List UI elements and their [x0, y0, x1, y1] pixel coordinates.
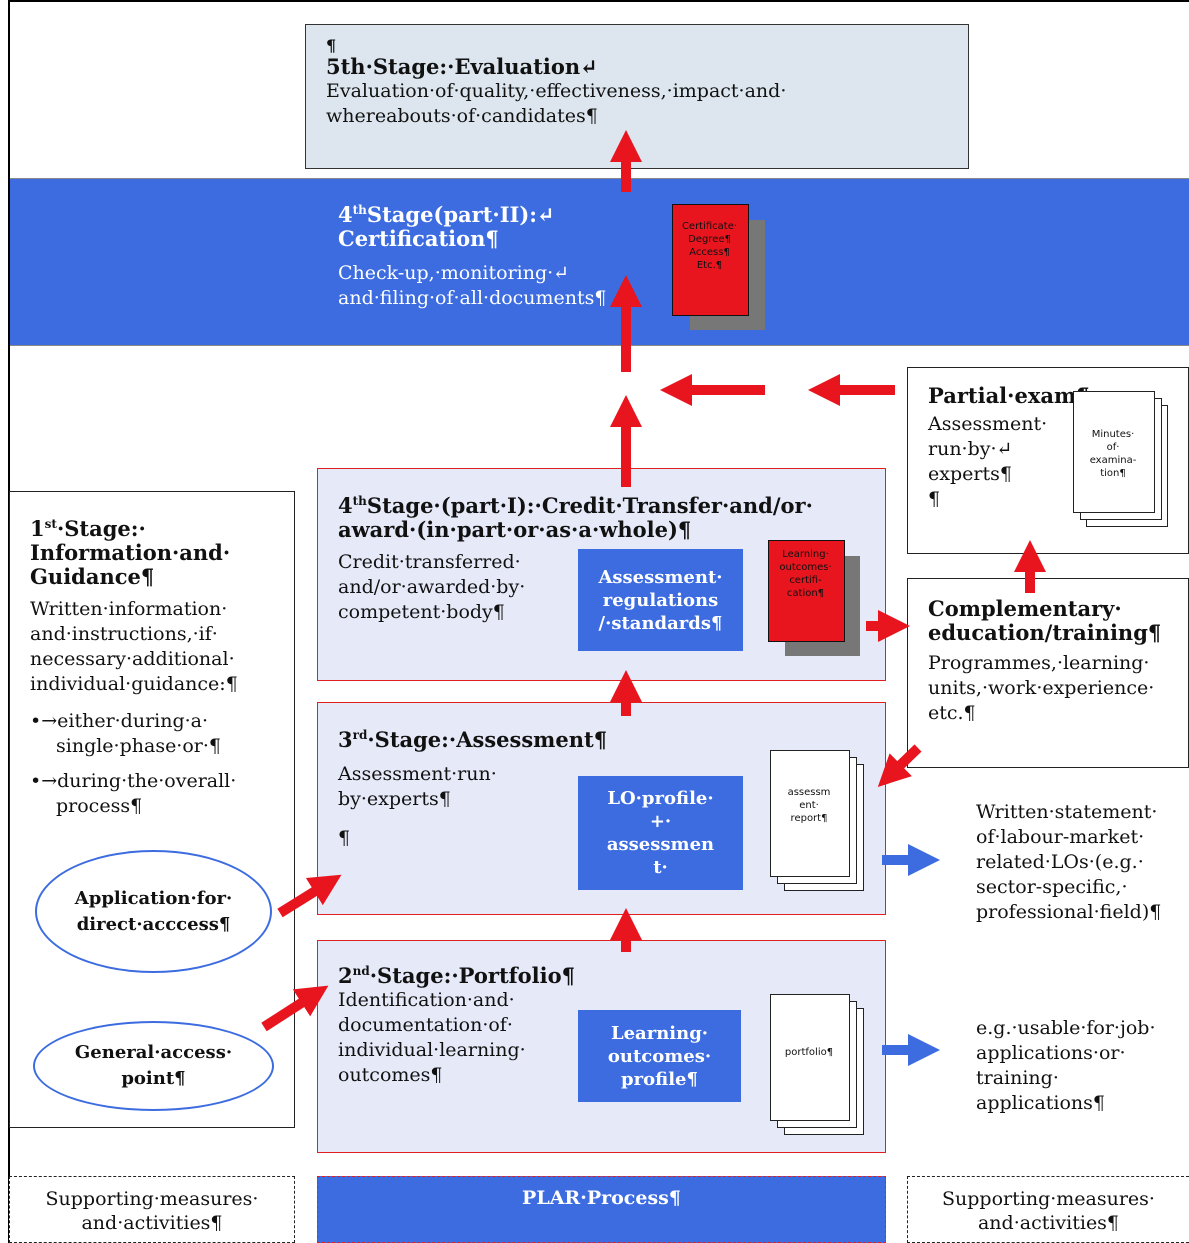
arrow-general-access-to-stage2 [261, 985, 329, 1032]
partial-exam-title: Partial·exam¶ [928, 383, 1090, 408]
lo-certification-doc-text: Learning·outcomes·certifi-cation¶ [779, 549, 832, 599]
stage1-bullet-2-cont: process¶ [56, 795, 143, 817]
complementary-title-1: Complementary· [928, 596, 1122, 621]
stage1-information-box: 1st·Stage:· Information·and· Guidance¶ W… [9, 491, 295, 1128]
assessment-regulations-box: Assessment·regulations/·standards¶ [578, 549, 743, 651]
portfolio-doc-text: portfolio¶ [784, 1047, 834, 1058]
stage4b-title-2: Certification¶ [338, 226, 499, 251]
stage3-line3: ¶ [338, 827, 351, 849]
job-applications-note: e.g.·usable·for·job· applications·or· tr… [976, 1017, 1156, 1114]
stage2-title: 2nd·Stage:·Portfolio¶ [338, 963, 576, 988]
portfolio-doc [770, 994, 850, 1121]
general-access-point-ellipse: General·access·point¶ [33, 1021, 274, 1111]
complementary-line1: Programmes,·learning· [928, 652, 1150, 674]
frame-top-line [8, 0, 1189, 2]
complementary-title-2: education/training¶ [928, 620, 1162, 645]
complementary-education-box: Complementary· education/training¶ Progr… [907, 578, 1189, 768]
stage5-pilcrow: ¶ [326, 36, 337, 55]
stage1-bullet-2: •→during·the·overall· [30, 770, 237, 792]
stage5-line2: whereabouts·of·candidates¶ [326, 105, 598, 127]
stage4a-line3: competent·body¶ [338, 601, 505, 623]
stage4a-title-2: award·(in·part·or·as·a·whole)¶ [338, 517, 692, 542]
stage4a-line2: and/or·awarded·by· [338, 576, 526, 598]
stage4a-title: 4thStage·(part·I):·Credit·Transfer·and/o… [338, 493, 813, 518]
stage1-title: 1st·Stage:· [30, 516, 146, 541]
arrow-complementary-to-stage3 [877, 744, 922, 787]
stage1-bullet-1: •→either·during·a· [30, 710, 209, 732]
stage4b-line1: Check-up,·monitoring·↵ [338, 262, 570, 284]
stage5-title: 5th·Stage:·Evaluation↵ [326, 54, 598, 79]
supporting-measures-right: Supporting·measures·and·activities¶ [907, 1176, 1189, 1243]
certificate-doc [672, 204, 749, 316]
lo-certification-doc [768, 540, 845, 642]
stage1-bullet-1-cont: single·phase·or·¶ [56, 735, 221, 757]
complementary-line2: units,·work·experience· [928, 677, 1155, 699]
labour-market-statement-note: Written·statement· of·labour-market· rel… [976, 801, 1162, 923]
partial-exam-line3: experts¶ [928, 463, 1012, 485]
stage3-title: 3rd·Stage:·Assessment¶ [338, 727, 608, 752]
plar-process-bar: PLAR·Process¶ [317, 1176, 886, 1243]
stage1-line: necessary·additional· [30, 648, 235, 670]
stage2-line: Identification·and· [338, 989, 515, 1011]
stage5-line1: Evaluation·of·quality,·effectiveness,·im… [326, 80, 787, 102]
assessment-report-doc [770, 750, 850, 877]
stage2-line: outcomes¶ [338, 1064, 443, 1086]
minutes-doc-text: Minutes·of·examina-tion¶ [1089, 429, 1137, 479]
stage2-line: documentation·of· [338, 1014, 513, 1036]
stage1-line: individual·guidance:¶ [30, 673, 238, 695]
minutes-doc [1073, 391, 1155, 513]
stage4-certification-band [10, 178, 1189, 346]
stage1-line: and·instructions,·if· [30, 623, 218, 645]
stage3-line2: by·experts¶ [338, 788, 451, 810]
learning-outcomes-profile-box: Learning·outcomes·profile¶ [578, 1010, 741, 1102]
stage2-line: individual·learning· [338, 1039, 526, 1061]
stage4b-text: 4thStage(part·II):↵ Certification¶ Check… [338, 198, 658, 311]
application-direct-access-ellipse: Application·for·direct·acccess¶ [35, 850, 272, 973]
stage1-title-2: Information·and· [30, 540, 231, 565]
stage1-title-3: Guidance¶ [30, 564, 155, 589]
stage4b-title: 4thStage(part·II):↵ [338, 202, 555, 227]
partial-exam-line4: ¶ [928, 488, 941, 510]
stage4b-line2: and·filing·of·all·documents¶ [338, 287, 607, 309]
stage4a-line1: Credit·transferred· [338, 551, 521, 573]
stage1-line: Written·information· [30, 598, 228, 620]
complementary-line3: etc.¶ [928, 702, 976, 724]
partial-exam-line2: run·by·↵ [928, 438, 1013, 460]
supporting-measures-left: Supporting·measures·and·activities¶ [9, 1176, 295, 1243]
certificate-doc-text: Certificate·Degree¶Access¶Etc.¶ [681, 221, 738, 271]
stage3-line1: Assessment·run· [338, 763, 497, 785]
partial-exam-line1: Assessment· [928, 413, 1048, 435]
arrow-application-to-stage3 [277, 874, 342, 918]
